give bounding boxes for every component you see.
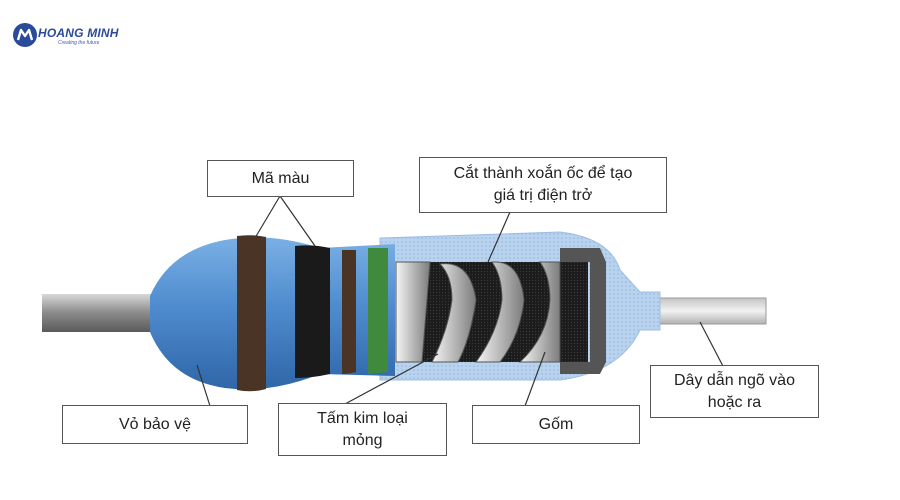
band-brown-1 bbox=[237, 235, 266, 392]
band-green bbox=[368, 248, 388, 374]
leader-lines bbox=[196, 195, 726, 407]
label-color-code: Mã màu bbox=[207, 160, 354, 197]
end-cap bbox=[560, 248, 606, 374]
band-brown-2 bbox=[342, 250, 356, 374]
metal-film-4 bbox=[518, 261, 561, 363]
label-ceramic: Gốm bbox=[472, 405, 640, 444]
logo-name: HOANG MINH bbox=[38, 26, 119, 40]
resistor-body bbox=[150, 237, 395, 390]
logo bbox=[12, 22, 152, 52]
metal-film-2 bbox=[431, 263, 477, 363]
band-black bbox=[295, 245, 330, 378]
logo-icon bbox=[13, 23, 37, 47]
label-spiral-cut: Cắt thành xoắn ốc để tạo giá trị điện tr… bbox=[419, 157, 667, 213]
label-metal-film: Tấm kim loại mỏng bbox=[278, 403, 447, 456]
logo-tagline: Creating the future bbox=[58, 40, 100, 46]
metal-film-3 bbox=[475, 261, 525, 363]
label-protective-shell: Vỏ bảo vệ bbox=[62, 405, 248, 444]
label-lead-wire: Dây dẫn ngõ vào hoặc ra bbox=[650, 365, 819, 418]
